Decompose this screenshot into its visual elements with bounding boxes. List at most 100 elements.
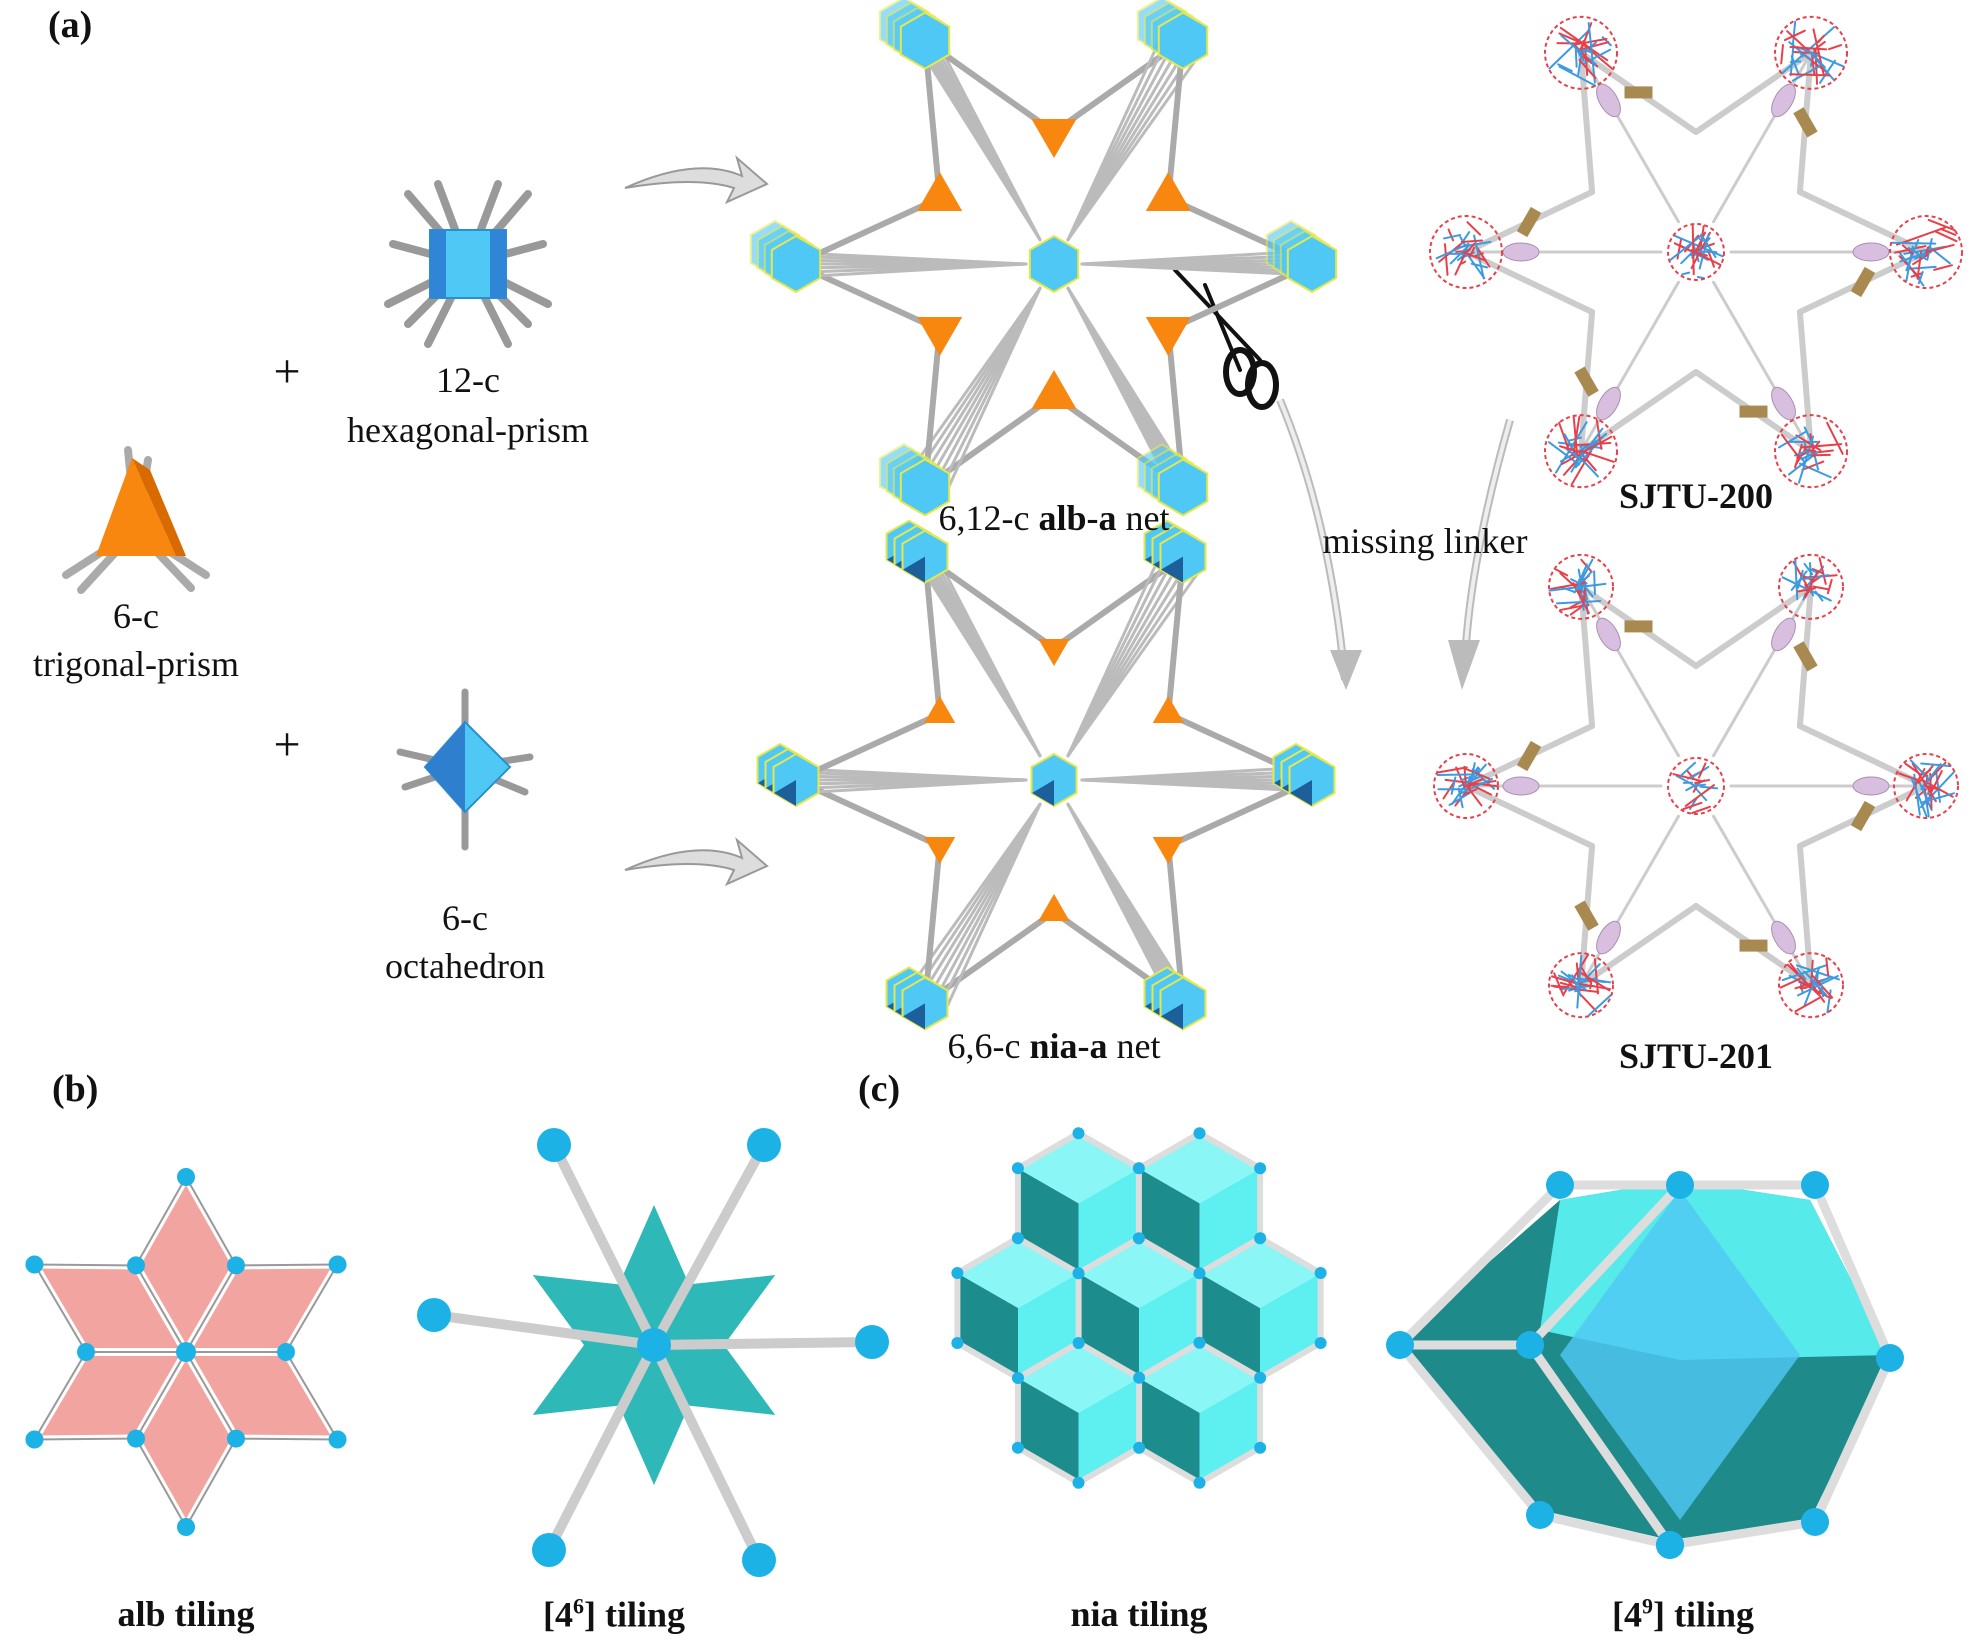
linker bbox=[1714, 816, 1812, 985]
node-ball bbox=[25, 1431, 43, 1449]
sjtu-200-label: SJTU-200 bbox=[1619, 478, 1773, 514]
trigonal-node bbox=[1032, 370, 1077, 409]
linker bbox=[1581, 587, 1679, 756]
t49-tiling-label: [49] tiling bbox=[1612, 1596, 1754, 1633]
cluster-bond bbox=[1828, 580, 1832, 593]
linker bbox=[1714, 587, 1812, 756]
cluster-bond bbox=[1793, 22, 1795, 45]
node-ball bbox=[329, 1256, 347, 1274]
arrow-shape bbox=[625, 158, 767, 202]
linker-core bbox=[1851, 267, 1875, 297]
cluster-bond bbox=[1449, 230, 1454, 241]
node-ball bbox=[1876, 1344, 1904, 1372]
linker bbox=[1714, 282, 1812, 451]
octa-facet bbox=[425, 722, 465, 812]
sjtu-200-structure bbox=[1430, 17, 1962, 487]
node-ball bbox=[1546, 1171, 1574, 1199]
nia-net-caption: 6,6-c nia-a net bbox=[948, 1028, 1161, 1064]
net-edge bbox=[943, 569, 1040, 756]
net-edge bbox=[943, 804, 1040, 1015]
cluster-bond bbox=[1790, 47, 1826, 49]
arrow-shape bbox=[625, 840, 767, 884]
node-ball bbox=[1254, 1372, 1266, 1384]
arrow-head bbox=[1448, 640, 1480, 690]
cluster-bond bbox=[1781, 45, 1783, 63]
panel-label-b: (b) bbox=[52, 1070, 98, 1108]
cluster-bond bbox=[1438, 767, 1467, 772]
center-hexagon-node bbox=[1030, 236, 1078, 292]
linker-core bbox=[1851, 801, 1875, 831]
trigonal-node bbox=[1153, 696, 1184, 723]
cluster-bond bbox=[1827, 423, 1843, 454]
cluster-bond bbox=[1694, 788, 1696, 792]
node-ball bbox=[532, 1533, 566, 1567]
cluster-bond bbox=[1557, 601, 1600, 603]
node-ball bbox=[1012, 1162, 1024, 1174]
trigonal-node bbox=[924, 837, 955, 864]
trigonal-prism-icon bbox=[66, 450, 206, 590]
cluster-bond bbox=[1472, 264, 1487, 268]
cluster-bond bbox=[1934, 265, 1952, 270]
trigonal-node bbox=[1032, 119, 1077, 158]
cluster-bond bbox=[1814, 587, 1828, 590]
trigonal-node bbox=[1038, 894, 1069, 921]
cluster-bond bbox=[1590, 980, 1591, 989]
cluster-bond bbox=[1677, 240, 1680, 259]
node-ball bbox=[127, 1430, 145, 1448]
cluster-bond bbox=[1462, 240, 1482, 241]
node-ball bbox=[1194, 1267, 1206, 1279]
t49-tiling bbox=[1386, 1171, 1904, 1559]
hexagonal-prism-icon bbox=[388, 184, 548, 344]
node-ball bbox=[227, 1256, 245, 1274]
node-ball bbox=[417, 1298, 451, 1332]
linker-core bbox=[1740, 940, 1768, 952]
node-ball bbox=[77, 1343, 95, 1361]
node-ball bbox=[1073, 1337, 1085, 1349]
sjtu-201-label: SJTU-201 bbox=[1619, 1038, 1773, 1074]
cluster-bond bbox=[1698, 277, 1704, 278]
node-ball bbox=[127, 1256, 145, 1274]
linker-pendant bbox=[1503, 243, 1539, 261]
linker-pendant bbox=[1767, 917, 1801, 957]
nia-tiling-label: nia tiling bbox=[1070, 1596, 1207, 1632]
node-ball bbox=[1133, 1232, 1145, 1244]
t46-open: [4 bbox=[543, 1595, 573, 1635]
node-ball bbox=[1194, 1337, 1206, 1349]
linker bbox=[1581, 282, 1679, 451]
node-ball bbox=[747, 1128, 781, 1162]
linker-pendant bbox=[1767, 383, 1801, 423]
cluster-bond bbox=[1693, 785, 1705, 786]
trigonal-node bbox=[924, 696, 955, 723]
linker-core bbox=[1574, 366, 1598, 396]
node-ball bbox=[1073, 1127, 1085, 1139]
trig-prism-connectivity: 6-c bbox=[113, 598, 159, 634]
trig-prism-label: trigonal-prism bbox=[33, 646, 239, 682]
cluster-bond bbox=[1682, 273, 1689, 275]
panel-label-c: (c) bbox=[858, 1070, 900, 1108]
t46-sup: 6 bbox=[573, 1594, 584, 1619]
hex-prism-label: hexagonal-prism bbox=[347, 412, 589, 448]
node-ball bbox=[329, 1431, 347, 1449]
sjtu-201-structure bbox=[1434, 555, 1958, 1017]
cluster-bond bbox=[1791, 61, 1800, 62]
linker-pendant bbox=[1592, 614, 1626, 654]
node-ball bbox=[1254, 1442, 1266, 1454]
node-ball bbox=[1012, 1442, 1024, 1454]
trigonal-node bbox=[1038, 639, 1069, 666]
plus-sign-bottom: + bbox=[273, 721, 300, 769]
linker bbox=[1466, 786, 1592, 846]
node-ball bbox=[227, 1430, 245, 1448]
trigonal-node bbox=[917, 172, 962, 211]
octahedron-icon bbox=[400, 692, 530, 847]
trigonal-node bbox=[917, 317, 962, 356]
cluster-bond bbox=[1808, 450, 1815, 451]
node-ball bbox=[1073, 1267, 1085, 1279]
node-ball bbox=[277, 1343, 295, 1361]
cluster-bond bbox=[1810, 589, 1811, 590]
nia-tiling bbox=[951, 1127, 1326, 1489]
node-ball bbox=[1315, 1337, 1327, 1349]
node-ball bbox=[1254, 1232, 1266, 1244]
node-ball bbox=[951, 1337, 963, 1349]
cluster-bond bbox=[1826, 958, 1828, 975]
